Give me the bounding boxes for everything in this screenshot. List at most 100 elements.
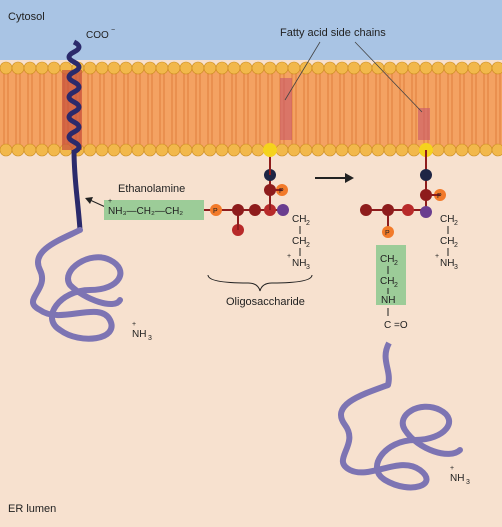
lipid-head xyxy=(215,143,229,157)
lipid-head xyxy=(431,61,445,75)
lipid-head xyxy=(251,143,265,157)
lipid-head xyxy=(299,143,313,157)
box-nh: NH xyxy=(381,295,395,306)
p-left-2: P xyxy=(279,188,284,195)
lipid-head xyxy=(395,143,409,157)
sugar-right-2 xyxy=(360,204,372,216)
left-ch2-a: CH xyxy=(292,214,306,225)
left-ch2-b: CH xyxy=(292,236,306,247)
protein-linker-right xyxy=(382,341,392,386)
lipid-head xyxy=(239,143,253,157)
cytosol-region xyxy=(0,0,502,64)
right-nh3: NH xyxy=(440,258,454,269)
fatty-acid-pointer-left xyxy=(284,41,321,101)
ethanolamine-plus: + xyxy=(108,198,112,205)
lipid-head xyxy=(323,61,337,75)
lipid-head xyxy=(215,61,229,75)
lipid-head xyxy=(119,61,133,75)
left-nh3-sub: 3 xyxy=(306,264,310,271)
lipid-head xyxy=(11,143,25,157)
lipid-head xyxy=(263,61,277,75)
protein-right-nh3-sub: 3 xyxy=(466,479,470,486)
lipid-head xyxy=(107,61,121,75)
p-left-1: P xyxy=(213,208,218,215)
lipid-head xyxy=(23,61,37,75)
lipid-head xyxy=(323,143,337,157)
protein-right-nh3: NH xyxy=(450,473,464,484)
lipid-head xyxy=(419,61,433,75)
right-plus: + xyxy=(435,253,439,260)
protein-coil-right xyxy=(338,382,463,491)
ethanolamine-pointer-head xyxy=(85,197,93,204)
lipid-head xyxy=(371,143,385,157)
lipid-head xyxy=(335,61,349,75)
right-nh3-sub: 3 xyxy=(454,264,458,271)
lipid-head xyxy=(35,143,49,157)
transmembrane-helix xyxy=(66,39,82,155)
sugar-left-3 xyxy=(249,204,261,216)
lipid-head xyxy=(407,61,421,75)
lipid-head xyxy=(0,143,13,157)
lipid-head xyxy=(47,61,61,75)
fatty-acid-chain-left xyxy=(280,78,292,140)
carbonyl-c: C xyxy=(384,320,391,331)
er-lumen-label: ER lumen xyxy=(8,503,56,515)
ethanolamine-chain: NH₃—CH₂—CH₂ xyxy=(108,206,183,217)
box-ch2-a: CH xyxy=(380,254,394,265)
lipid-head xyxy=(143,61,157,75)
left-ch2-a-sub: 2 xyxy=(306,220,310,227)
lipid-head xyxy=(251,61,265,75)
lipid-head xyxy=(227,143,241,157)
lipid-head xyxy=(407,143,421,157)
coo-label: COO xyxy=(86,30,109,41)
lipid-head xyxy=(155,61,169,75)
coo-charge: − xyxy=(111,27,115,34)
lipid-heads-bottom xyxy=(0,143,502,157)
cytosol-label: Cytosol xyxy=(8,11,45,23)
lipid-head xyxy=(95,143,109,157)
protein-coil-left xyxy=(30,227,124,342)
lipid-head xyxy=(491,143,502,157)
lipid-head xyxy=(227,61,241,75)
lipid-head xyxy=(47,143,61,157)
lipid-heads-top xyxy=(0,61,502,75)
oligosaccharide-label: Oligosaccharide xyxy=(226,296,305,308)
lipid-head xyxy=(95,61,109,75)
lipid-head xyxy=(203,61,217,75)
lipid-head xyxy=(311,143,325,157)
fatty-acid-chain-right xyxy=(418,108,430,140)
lipid-head xyxy=(179,61,193,75)
lipid-head xyxy=(83,61,97,75)
inositol-link-right xyxy=(420,169,432,181)
ethanolamine-box-left xyxy=(104,200,204,220)
p-right-1: P xyxy=(385,230,390,237)
lipid-head xyxy=(347,143,361,157)
lipid-head xyxy=(275,61,289,75)
right-ch2-b-sub: 2 xyxy=(454,242,458,249)
lipid-head xyxy=(23,143,37,157)
lipid-head xyxy=(359,61,373,75)
sugar-right-4 xyxy=(402,204,414,216)
lipid-head xyxy=(0,61,13,75)
lipid-head xyxy=(131,61,145,75)
lipid-head xyxy=(167,143,181,157)
box-ch2-b: CH xyxy=(380,276,394,287)
lipid-head xyxy=(203,143,217,157)
lipid-head xyxy=(287,61,301,75)
right-ch2-b: CH xyxy=(440,236,454,247)
lipid-head xyxy=(143,143,157,157)
inositol-left xyxy=(263,143,277,157)
lipid-head xyxy=(359,143,373,157)
lipid-head xyxy=(131,143,145,157)
lipid-head xyxy=(179,143,193,157)
ethanolamine-box-right xyxy=(376,245,406,305)
protein-linker xyxy=(71,149,83,231)
lipid-head xyxy=(467,143,481,157)
box-ch2-b-sub: 2 xyxy=(394,282,398,289)
lipid-head xyxy=(395,61,409,75)
lipid-head xyxy=(479,143,493,157)
lipid-head xyxy=(383,143,397,157)
fatty-acid-pointer-right xyxy=(354,41,423,113)
lipid-head xyxy=(155,143,169,157)
